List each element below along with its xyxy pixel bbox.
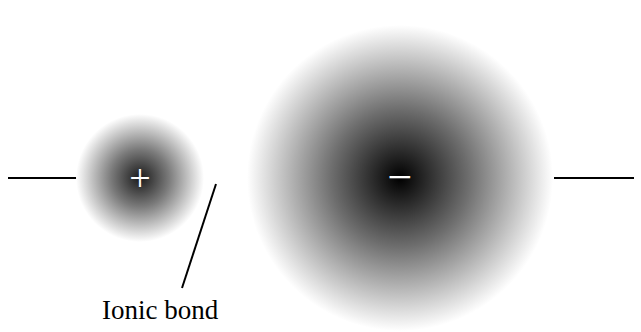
- right-bond-line: [554, 177, 634, 179]
- ion-gradient: [247, 25, 553, 331]
- left-bond-line: [8, 177, 80, 179]
- ion-center: −: [247, 25, 553, 331]
- bond-label: Ionic bond: [100, 297, 220, 324]
- positive-sign: +: [129, 159, 150, 197]
- negative-sign: −: [388, 156, 413, 200]
- cation-circle: +: [76, 114, 204, 242]
- anion-circle: −: [247, 25, 553, 331]
- ion-center: +: [76, 114, 204, 242]
- ion-gradient: [76, 114, 204, 242]
